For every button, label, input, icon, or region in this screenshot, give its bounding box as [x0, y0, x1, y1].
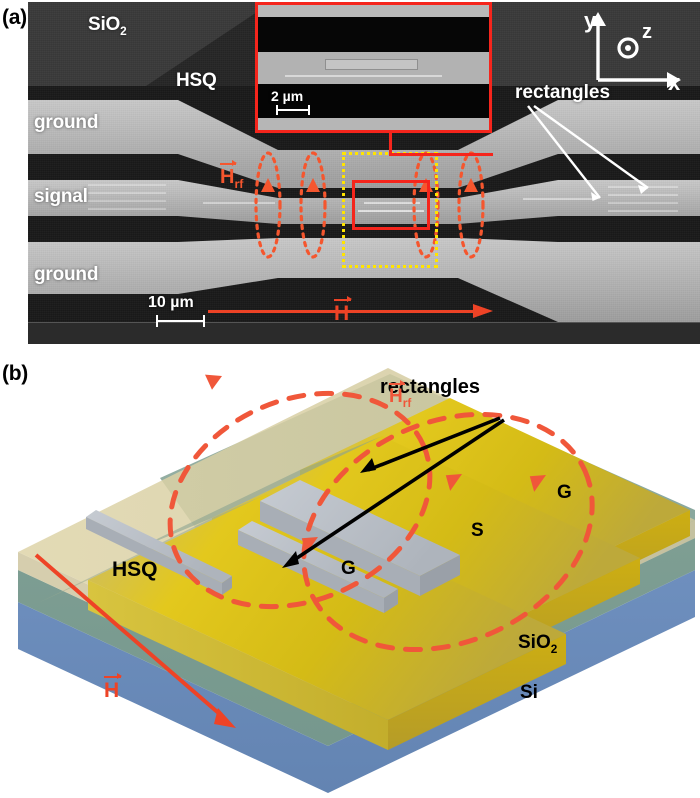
h-field-label-panel-b: H [104, 672, 122, 702]
y-axis-arrowhead [590, 12, 606, 26]
signal-label: signal [34, 186, 88, 207]
magnetic-rectangle-a [260, 480, 460, 596]
sio2-layer-label: SiO2 [518, 632, 558, 656]
inset-band-gap-top [258, 17, 489, 52]
inset-nanorectangle [325, 59, 418, 70]
panel-a-label: (a) [2, 6, 27, 29]
rectangles-callout-arrows-panel-b [287, 416, 505, 566]
inset-connector-horizontal [389, 153, 493, 156]
rectangles-callout-label-panel-b: rectangles [380, 376, 481, 398]
red-inset-source-box [352, 180, 430, 230]
h-rf-label-panel-b: Hrf [389, 380, 412, 410]
inset-scale-bar [276, 105, 310, 115]
sem-bottom-edge [28, 322, 700, 344]
hsq-layer-label: HSQ [112, 558, 158, 581]
ground-electrode-bottom-label: G [341, 558, 356, 579]
rf-field-loop-overlay-panel-b [167, 390, 595, 653]
h-field-label-panel-a: H [334, 295, 352, 325]
ground-trace-top [28, 100, 700, 188]
y-axis-label: y [584, 8, 597, 33]
ground-top-label: ground [34, 112, 99, 133]
rectangles-callout-arrows-panel-a [527, 105, 649, 201]
scale-bar-label-10um: 10 µm [148, 294, 194, 311]
rectangle-array-center [358, 202, 424, 212]
inset-band-metal-bottom [258, 118, 489, 130]
ground-electrode-top-label: G [557, 482, 572, 503]
magnetic-rectangle-b [238, 521, 398, 613]
sem-micrograph: SiO2 HSQ ground signal ground Hrf 10 µm … [28, 2, 700, 344]
si-substrate-front-face [18, 570, 695, 793]
rf-field-loop-arrowheads-panel-b [205, 374, 546, 554]
panel-b-3d-schematic: HSQ SiO2 Si G S G rectangles Hrf H [0, 352, 700, 793]
inset-scale-bar-label: 2 µm [271, 88, 304, 104]
z-axis-out-of-plane-dot-icon [625, 45, 631, 51]
z-axis-label: z [642, 21, 652, 43]
ground-trace-bottom [28, 238, 700, 322]
inset-band-gap-bottom [258, 84, 489, 118]
x-axis-label: x [668, 70, 681, 90]
h-rf-label-panel-a: Hrf [220, 160, 244, 191]
coordinate-axes-panel-a: y x z [584, 8, 681, 90]
h-field-arrow-panel-b [34, 553, 236, 728]
ground-electrode-bottom [88, 494, 566, 750]
x-axis-arrowhead [667, 72, 681, 88]
inset-band-metal-top [258, 5, 489, 17]
hsq-label: HSQ [176, 70, 217, 91]
si-layer-label: Si [520, 682, 538, 703]
inset-nanorectangle-row [285, 75, 442, 77]
rectangles-callout-label-panel-a: rectangles [515, 82, 611, 103]
panel-b-label: (b) [2, 362, 28, 385]
sio2-label: SiO2 [88, 14, 127, 38]
sem-inset-closeup: 2 µm [255, 2, 492, 133]
h-field-arrow-panel-a [208, 304, 493, 318]
coplanar-waveguide-traces [28, 100, 700, 322]
inset-connector-vertical [389, 133, 392, 155]
device-3d-illustration [18, 368, 695, 793]
panel-a-sem-image: SiO2 HSQ ground signal ground Hrf 10 µm … [28, 2, 700, 344]
z-axis-out-of-plane-circle-icon [617, 37, 639, 59]
signal-electrode-label: S [471, 520, 484, 541]
ground-bottom-label: ground [34, 264, 99, 285]
scale-bar-10um [156, 315, 205, 327]
rectangle-array-left [88, 184, 275, 210]
